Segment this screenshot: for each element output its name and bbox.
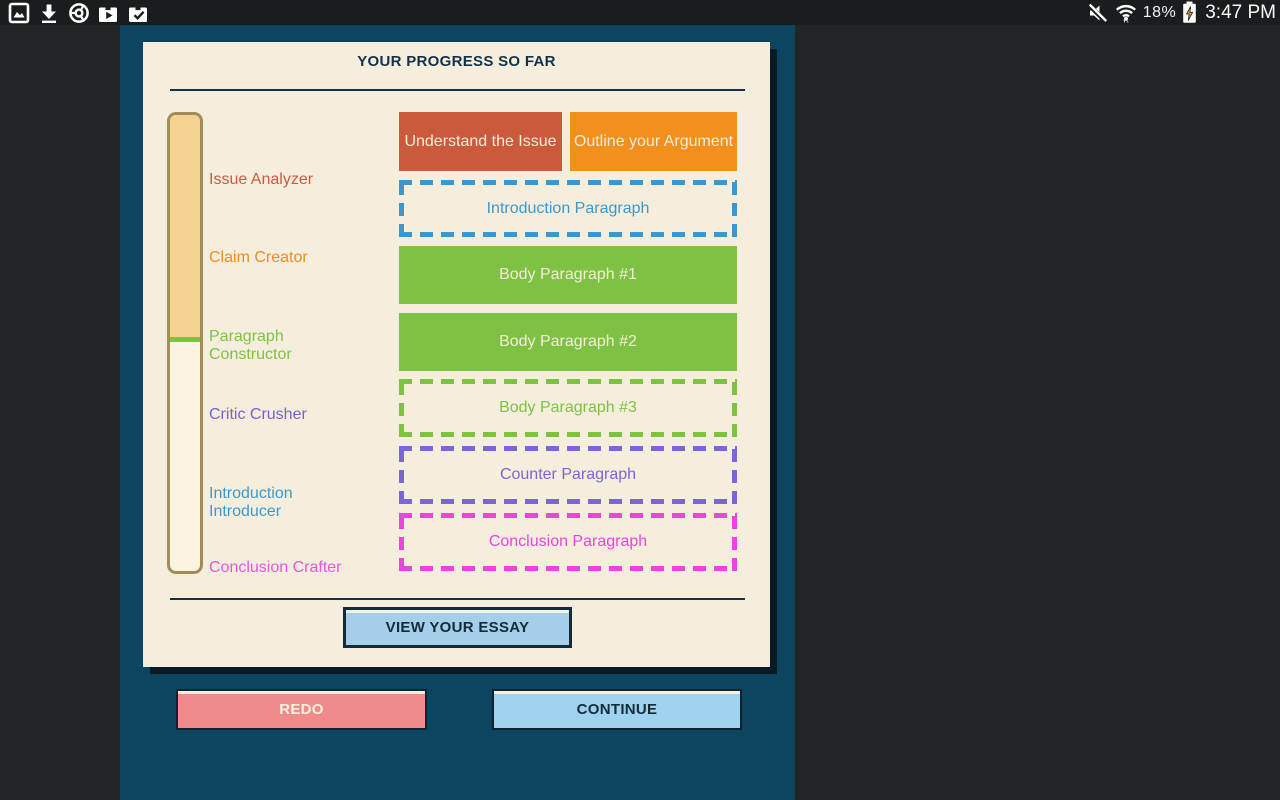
status-bar: 18% 3:47 PM	[0, 0, 1280, 25]
step-label-conclusion-crafter: Conclusion Crafter	[209, 559, 342, 576]
essay-box-outline-argument: Outline your Argument	[570, 112, 737, 171]
gallery-icon	[8, 2, 30, 23]
essay-box-body-paragraph-2: Body Paragraph #2	[399, 313, 737, 371]
essay-box-counter-paragraph: Counter Paragraph	[399, 446, 737, 504]
view-essay-button[interactable]: VIEW YOUR ESSAY	[343, 607, 572, 648]
essay-box-understand-issue: Understand the Issue	[399, 112, 562, 171]
page-title: YOUR PROGRESS SO FAR	[357, 53, 556, 70]
progress-meter-marker	[170, 337, 200, 342]
essay-box-introduction-paragraph: Introduction Paragraph	[399, 180, 737, 237]
bag-check-icon	[129, 7, 147, 22]
progress-card: YOUR PROGRESS SO FAR Issue Analyzer Clai…	[143, 42, 770, 667]
system-status-icons: 18% 3:47 PM	[1087, 1, 1280, 24]
divider-top	[170, 89, 745, 91]
app-stage: YOUR PROGRESS SO FAR Issue Analyzer Clai…	[120, 25, 795, 800]
notification-icons	[0, 2, 150, 24]
progress-meter	[167, 112, 203, 574]
mute-icon	[1087, 2, 1108, 24]
step-label-issue-analyzer: Issue Analyzer	[209, 171, 314, 188]
battery-percent: 18%	[1142, 3, 1177, 21]
step-label-paragraph-constructor: Paragraph Constructor	[209, 328, 292, 363]
continue-button[interactable]: CONTINUE	[492, 689, 742, 730]
wifi-icon	[1115, 4, 1136, 23]
essay-box-conclusion-paragraph: Conclusion Paragraph	[399, 513, 737, 571]
step-label-claim-creator: Claim Creator	[209, 249, 308, 266]
essay-box-body-paragraph-1: Body Paragraph #1	[399, 246, 737, 304]
progress-meter-fill	[170, 115, 200, 337]
play-store-icon	[99, 7, 117, 22]
step-label-critic-crusher: Critic Crusher	[209, 406, 307, 423]
essay-box-body-paragraph-3: Body Paragraph #3	[399, 379, 737, 437]
download-icon	[42, 4, 56, 23]
divider-bottom	[170, 598, 745, 600]
step-label-introduction-introducer: Introduction Introducer	[209, 485, 293, 520]
redo-button[interactable]: REDO	[176, 689, 427, 730]
chrome-icon	[69, 2, 89, 23]
battery-charging-icon	[1183, 1, 1197, 23]
clock: 3:47 PM	[1205, 1, 1276, 23]
